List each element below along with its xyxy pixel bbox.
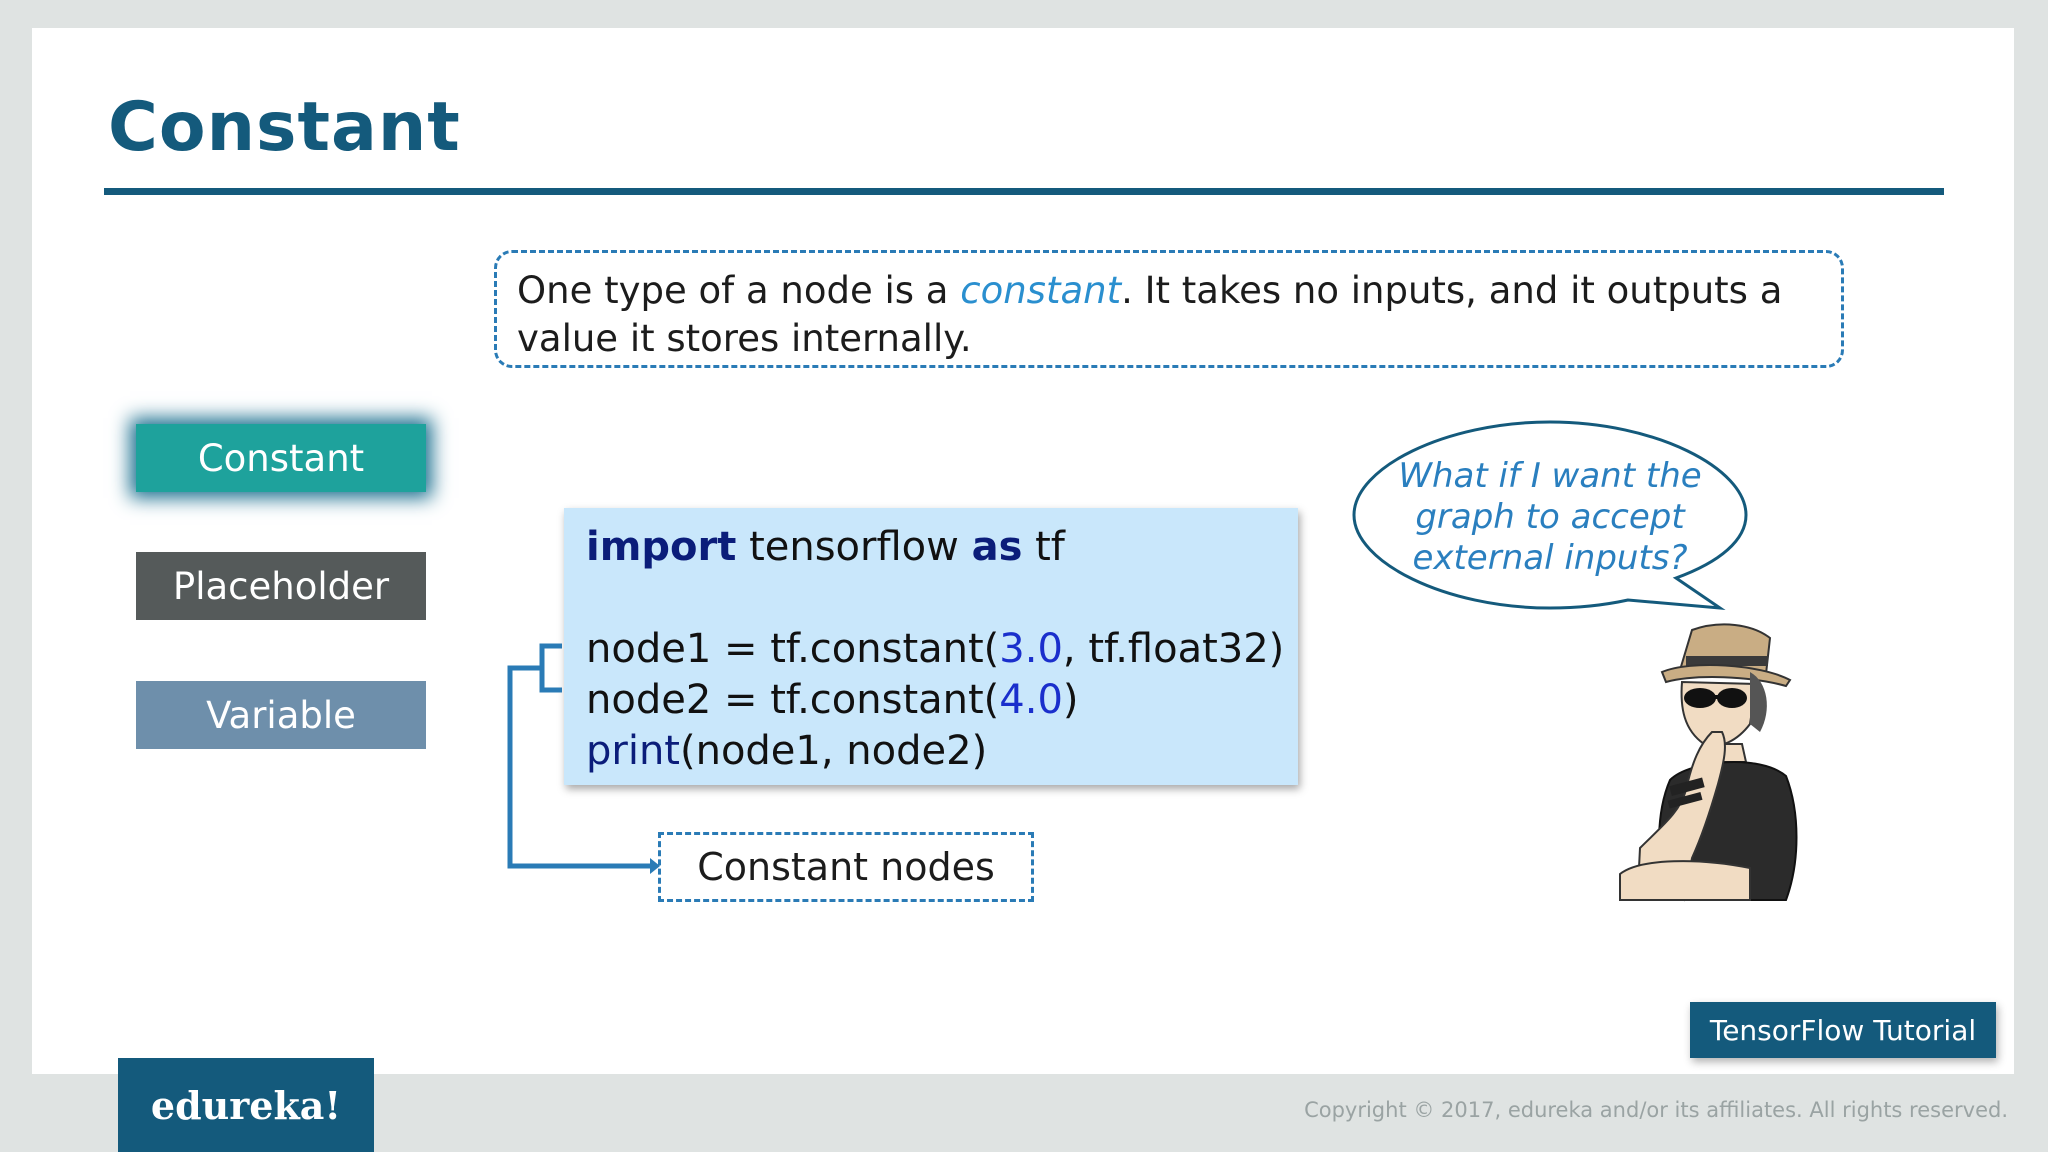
speech-bubble-icon: [1352, 420, 1748, 610]
code-keyword-as: as: [971, 524, 1023, 570]
code-line-node1: node1 = tf.constant(3.0, tf.float32): [586, 624, 1284, 675]
page-title: Constant: [108, 88, 461, 167]
code-function-print: print: [586, 728, 680, 774]
bracket-arrow-icon: [507, 643, 660, 874]
code-text: node1 = tf.constant(: [586, 626, 1000, 672]
code-text: (node1, node2): [679, 728, 988, 774]
sidebar-item-label: Placeholder: [172, 564, 390, 608]
copyright-text: Copyright © 2017, edureka and/or its aff…: [1304, 1098, 2008, 1122]
description-text-pre: One type of a node is a: [517, 269, 961, 312]
tensorflow-tutorial-tag: TensorFlow Tutorial: [1690, 1002, 1996, 1058]
code-text: tf: [1022, 524, 1065, 570]
description-text-post: . It takes no inputs, and it outputs a v…: [517, 269, 1783, 360]
code-blank-line: [586, 573, 1276, 624]
bubble-line: What if I want the: [1398, 456, 1702, 496]
code-number: 4.0: [999, 677, 1063, 723]
sidebar-item-constant[interactable]: Constant: [136, 424, 426, 492]
description-box: One type of a node is a constant. It tak…: [494, 250, 1844, 368]
code-line-node2: node2 = tf.constant(4.0): [586, 675, 1276, 726]
code-text: ): [1062, 677, 1079, 723]
speech-bubble-text: What if I want the graph to accept exter…: [1380, 456, 1720, 579]
code-text: , tf.float32): [1062, 626, 1285, 672]
bubble-line: external inputs?: [1412, 538, 1688, 578]
edureka-logo: edureka!: [118, 1058, 374, 1152]
thinking-character-icon: [1619, 623, 1798, 902]
sidebar-item-label: Constant: [197, 436, 365, 480]
sidebar-item-placeholder[interactable]: Placeholder: [136, 552, 426, 620]
code-line-import: import tensorflow as tf: [586, 522, 1276, 573]
tag-label: TensorFlow Tutorial: [1709, 1013, 1977, 1047]
logo-text: edureka!: [150, 1082, 342, 1128]
sidebar-item-label: Variable: [206, 693, 356, 737]
code-number: 3.0: [999, 626, 1063, 672]
code-keyword-import: import: [586, 524, 737, 570]
code-text: node2 = tf.constant(: [586, 677, 1000, 723]
constant-nodes-label: Constant nodes: [658, 832, 1034, 902]
code-line-print: print(node1, node2): [586, 726, 1276, 777]
title-divider: [104, 188, 1944, 195]
annotation-text: Constant nodes: [697, 845, 995, 889]
sidebar-item-variable[interactable]: Variable: [136, 681, 426, 749]
code-block: import tensorflow as tf node1 = tf.const…: [564, 508, 1298, 785]
bubble-line: graph to accept: [1415, 497, 1685, 537]
description-emphasis: constant: [960, 269, 1122, 312]
code-text: tensorflow: [736, 524, 972, 570]
